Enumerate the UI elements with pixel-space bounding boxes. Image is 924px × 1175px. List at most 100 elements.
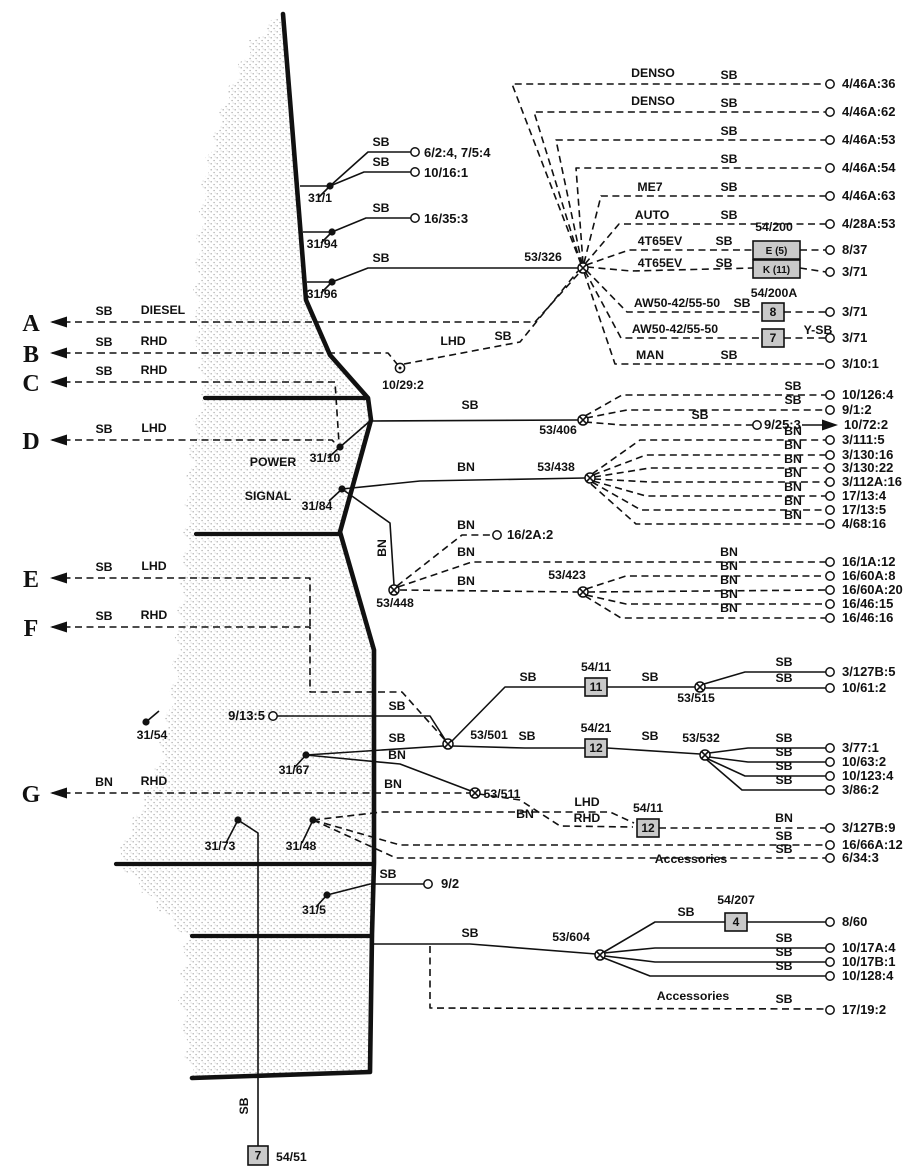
terminal-circle xyxy=(825,557,835,567)
wire-dashed xyxy=(586,266,754,272)
wire-dashed xyxy=(52,271,581,323)
diagram-label: SB xyxy=(461,398,478,412)
terminal-circle xyxy=(268,711,278,721)
harness-arrow-left-icon xyxy=(50,621,67,633)
terminal-circle xyxy=(825,743,835,753)
diagram-label: 53/604 xyxy=(552,930,590,944)
wire-dashed xyxy=(399,589,579,593)
terminal-circle xyxy=(825,599,835,609)
diagram-label: SB xyxy=(237,1097,251,1114)
diagram-label: 53/511 xyxy=(484,787,521,801)
diagram-label: DENSO xyxy=(631,66,675,80)
wire-solid xyxy=(707,758,826,777)
diagram-label: AW50-42/55-50 xyxy=(632,322,718,336)
diagram-label: 3/127B:5 xyxy=(842,664,895,679)
diagram-label: 4/46A:54 xyxy=(842,160,896,175)
terminal-circle xyxy=(825,971,835,981)
splice-cross xyxy=(586,474,594,482)
terminal-circle xyxy=(410,213,420,223)
harness-arrow-left-icon xyxy=(50,572,67,584)
wire-dashed xyxy=(396,534,493,587)
diagram-label: RHD xyxy=(574,811,601,825)
wire-solid xyxy=(708,756,826,763)
diagram-label: 4T65EV xyxy=(638,234,683,248)
diagram-label: SB xyxy=(720,152,737,166)
diagram-label: 10/63:2 xyxy=(842,754,886,769)
diagram-label: 3/71 xyxy=(842,304,867,319)
diagram-label: 10/128:4 xyxy=(842,968,894,983)
diagram-label: 10/16:1 xyxy=(424,165,468,180)
diagram-label: SB xyxy=(372,135,389,149)
diagram-label: 8/60 xyxy=(842,914,867,929)
terminal-circle xyxy=(825,571,835,581)
diagram-label: BN xyxy=(784,424,802,438)
diagram-label: BN xyxy=(775,811,793,825)
diagram-label: 54/207 xyxy=(717,893,755,907)
splice-cross xyxy=(579,416,587,424)
diagram-label: 17/13:5 xyxy=(842,502,886,517)
diagram-label: 9/2 xyxy=(441,876,459,891)
terminal-circle xyxy=(825,135,835,145)
diagram-label: BN xyxy=(457,460,475,474)
harness-arrow-left-icon xyxy=(50,434,67,446)
terminal-circle xyxy=(825,191,835,201)
terminal-circle xyxy=(825,519,835,529)
wire-dashed xyxy=(52,577,311,627)
diagram-label: 31/96 xyxy=(307,287,338,301)
diagram-label: 10/126:4 xyxy=(842,387,894,402)
terminal-circle xyxy=(825,333,835,343)
wire-dashed xyxy=(511,83,826,265)
diagram-label: ME7 xyxy=(637,180,662,194)
wire-dashed xyxy=(52,381,340,444)
wire-solid xyxy=(604,955,826,963)
diagram-label: SB xyxy=(372,251,389,265)
wire-solid xyxy=(305,745,444,756)
diagram-label: 4/46A:53 xyxy=(842,132,895,147)
diagram-label: 53/501 xyxy=(470,728,508,742)
terminal-circle xyxy=(825,667,835,677)
diagram-label: SB xyxy=(720,208,737,222)
ground-point xyxy=(328,278,336,286)
diagram-label: 54/21 xyxy=(581,721,612,735)
wire-dashed xyxy=(555,139,826,265)
splice-cross xyxy=(701,751,709,759)
diagram-label: 4/46A:63 xyxy=(842,188,895,203)
connector-box-label: 7 xyxy=(255,1149,262,1163)
ground-point xyxy=(142,718,150,726)
diagram-label: SB xyxy=(775,945,792,959)
wire-dashed xyxy=(312,819,826,846)
diagram-label: RHD xyxy=(141,608,168,622)
connector-box xyxy=(724,912,748,932)
harness-arrow-left-icon xyxy=(50,347,67,359)
diagram-label: SB xyxy=(372,155,389,169)
connector-dot xyxy=(398,366,402,370)
diagram-label: 16/2A:2 xyxy=(507,527,553,542)
diagram-label: SB xyxy=(720,96,737,110)
diagram-label: SB xyxy=(388,731,405,745)
diagram-label: SB xyxy=(775,842,792,856)
terminal-circle xyxy=(825,359,835,369)
terminal-circle xyxy=(825,683,835,693)
diagram-label: RHD xyxy=(141,774,168,788)
diagram-label: 31/5 xyxy=(302,903,326,917)
diagram-label: 31/84 xyxy=(302,499,333,513)
connector-box xyxy=(752,240,801,260)
wire-dashed xyxy=(583,271,826,365)
wire-dashed xyxy=(52,626,446,741)
wire-dashed xyxy=(584,595,826,619)
diagram-label: BN xyxy=(384,777,402,791)
diagram-label: SB xyxy=(372,201,389,215)
diagram-label: 53/423 xyxy=(548,568,586,582)
terminal-circle xyxy=(825,505,835,515)
terminal-circle xyxy=(752,420,762,430)
wire-solid xyxy=(237,819,259,1146)
diagram-label: BN xyxy=(457,518,475,532)
ground-point xyxy=(336,443,344,451)
diagram-label: 31/54 xyxy=(137,728,168,742)
diagram-label: 10/72:2 xyxy=(844,417,888,432)
diagram-label: 31/94 xyxy=(307,237,338,251)
diagram-label: 4/68:16 xyxy=(842,516,886,531)
wire-dashed xyxy=(592,454,826,476)
